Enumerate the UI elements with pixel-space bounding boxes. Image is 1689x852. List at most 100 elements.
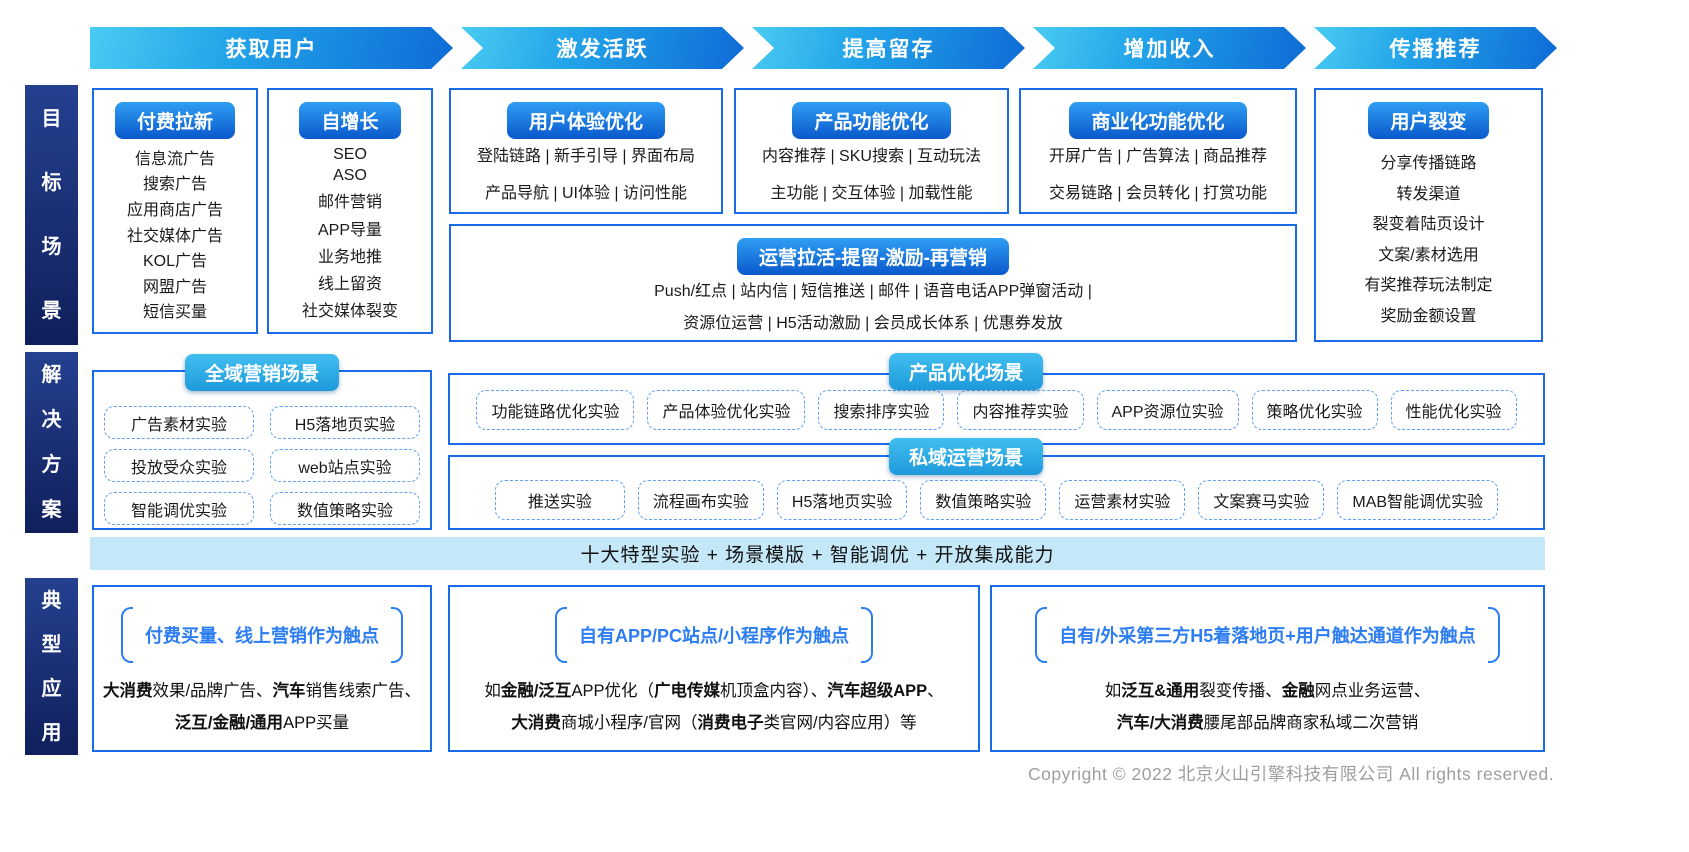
- feature-line: Push/红点 | 站内信 | 短信推送 | 邮件 | 语音电话APP弹窗活动 …: [654, 282, 1092, 300]
- list-item: 线上留资: [317, 275, 382, 293]
- product-function-lines: 内容推荐 | SKU搜索 | 互动玩法 主功能 | 交互体验 | 加载性能: [762, 139, 981, 212]
- user-fission-title: 用户裂变: [1368, 102, 1489, 139]
- omni-marketing-pills: 广告素材实验 H5落地页实验 投放受众实验 web站点实验 智能调优实验 数值策…: [104, 406, 420, 525]
- touchpoint-title-row: 付费买量、线上营销作为触点: [121, 607, 403, 663]
- touchpoint-title-row: 自有/外采第三方H5着落地页+用户触达通道作为触点: [1035, 607, 1500, 663]
- product-optimization-header: 产品优化场景: [888, 353, 1044, 390]
- product-function-title: 产品功能优化: [792, 102, 951, 139]
- funnel-stage-label: 激发活跃: [556, 38, 649, 61]
- right-bracket-shape: [1487, 607, 1500, 663]
- list-item: 社交媒体裂变: [301, 302, 398, 320]
- touchpoint-title: 自有APP/PC站点/小程序作为触点: [578, 626, 850, 646]
- app-card-line: 泛互/金融/通用APP买量: [174, 714, 350, 732]
- ux-optimization-title: 用户体验优化: [506, 102, 665, 139]
- list-item: APP导量: [317, 221, 383, 239]
- experiment-pill: 文案赛马实验: [1198, 480, 1325, 520]
- experiment-pill: APP资源位实验: [1096, 390, 1239, 430]
- commercial-function-title: 商业化功能优化: [1069, 102, 1247, 139]
- experiment-pill: 运营素材实验: [1059, 480, 1186, 520]
- app-card-line: 如金融/泛互APP优化（广电传媒机顶盒内容）、汽车超级APP、: [484, 682, 944, 700]
- touchpoint-title-row: 自有APP/PC站点/小程序作为触点: [554, 607, 874, 663]
- private-domain-pills: 推送实验 流程画布实验 H5落地页实验 数值策略实验 运营素材实验 文案赛马实验…: [450, 480, 1543, 520]
- sidebar-section-target-scenarios: 目标场景: [25, 85, 78, 345]
- list-item: 业务地推: [317, 248, 382, 266]
- private-domain-header: 私域运营场景: [888, 438, 1044, 475]
- touchpoint-title: 付费买量、线上营销作为触点: [145, 626, 379, 646]
- list-item: KOL广告: [142, 253, 208, 271]
- list-item: 转发渠道: [1396, 185, 1461, 203]
- funnel-stage-row: 获取用户 激发活跃 提高留存 增加收入 传播推荐: [90, 27, 1557, 69]
- feature-line: 主功能 | 交互体验 | 加载性能: [770, 185, 973, 202]
- experiment-pill: 内容推荐实验: [957, 390, 1084, 430]
- experiment-pill: 搜索排序实验: [818, 390, 945, 430]
- operation-reactivation-title: 运营拉活-提留-激励-再营销: [737, 238, 1009, 275]
- user-fission-list: 分享传播链路 转发渠道 裂变着陆页设计 文案/素材选用 有奖推荐玩法制定 奖励金…: [1316, 139, 1541, 340]
- list-item: 信息流广告: [134, 150, 215, 168]
- app-card-line: 大消费商城小程序/官网（消费电子类官网/内容应用）等: [511, 714, 917, 732]
- paid-acquisition-list: 信息流广告 搜索广告 应用商店广告 社交媒体广告 KOL广告 网盟广告 短信买量: [94, 139, 256, 332]
- sidebar-section-solutions: 解决方案: [25, 352, 78, 533]
- sidebar-label: 解决方案: [41, 363, 62, 521]
- list-item: 网盟广告: [142, 278, 207, 296]
- app-card-line: 如泛互&通用裂变传播、金融网点业务运营、: [1104, 682, 1431, 700]
- sidebar-label: 典型应用: [41, 589, 62, 744]
- funnel-stage-activate: 激发活跃: [461, 27, 744, 69]
- user-fission-box: 用户裂变 分享传播链路 转发渠道 裂变着陆页设计 文案/素材选用 有奖推荐玩法制…: [1314, 88, 1543, 342]
- ux-optimization-box: 用户体验优化 登陆链路 | 新手引导 | 界面布局 产品导航 | UI体验 | …: [449, 88, 723, 214]
- experiment-pill: 推送实验: [494, 480, 625, 520]
- commercial-function-box: 商业化功能优化 开屏广告 | 广告算法 | 商品推荐 交易链路 | 会员转化 |…: [1019, 88, 1297, 214]
- commercial-function-lines: 开屏广告 | 广告算法 | 商品推荐 交易链路 | 会员转化 | 打赏功能: [1049, 139, 1267, 212]
- experiment-pill: 流程画布实验: [637, 480, 764, 520]
- feature-line: 内容推荐 | SKU搜索 | 互动玩法: [762, 148, 981, 165]
- experiment-pill: web站点实验: [270, 449, 420, 482]
- self-growth-list: SEO ASO 邮件营销 APP导量 业务地推 线上留资 社交媒体裂变: [269, 139, 431, 332]
- funnel-stage-label: 提高留存: [842, 38, 935, 61]
- funnel-stage-label: 获取用户: [225, 38, 318, 61]
- experiment-pill: 产品体验优化实验: [647, 390, 806, 430]
- app-card-body: 如金融/泛互APP优化（广电传媒机顶盒内容）、汽车超级APP、 大消费商城小程序…: [484, 679, 943, 735]
- feature-line: 产品导航 | UI体验 | 访问性能: [484, 185, 688, 202]
- paid-acquisition-title: 付费拉新: [114, 102, 235, 139]
- funnel-stage-acquire: 获取用户: [90, 27, 453, 69]
- app-card-h5-landing: 自有/外采第三方H5着落地页+用户触达通道作为触点 如泛互&通用裂变传播、金融网…: [990, 585, 1545, 752]
- experiment-pill: 数值策略实验: [920, 480, 1047, 520]
- list-item: 搜索广告: [142, 176, 207, 194]
- omni-marketing-box: 广告素材实验 H5落地页实验 投放受众实验 web站点实验 智能调优实验 数值策…: [92, 370, 432, 530]
- list-item: 应用商店广告: [126, 201, 223, 219]
- experiment-pill: 功能链路优化实验: [476, 390, 635, 430]
- feature-line: 登陆链路 | 新手引导 | 界面布局: [476, 148, 696, 165]
- app-card-paid-traffic: 付费买量、线上营销作为触点 大消费效果/品牌广告、汽车销售线索广告、 泛互/金融…: [92, 585, 432, 752]
- experiment-pill: 投放受众实验: [104, 449, 254, 482]
- list-item: 文案/素材选用: [1378, 246, 1479, 264]
- app-card-body: 如泛互&通用裂变传播、金融网点业务运营、 汽车/大消费腰尾部品牌商家私域二次营销: [1105, 679, 1430, 735]
- list-item: SEO: [333, 146, 367, 164]
- paid-acquisition-box: 付费拉新 信息流广告 搜索广告 应用商店广告 社交媒体广告 KOL广告 网盟广告…: [92, 88, 258, 334]
- app-card-line: 汽车/大消费腰尾部品牌商家私域二次营销: [1116, 714, 1419, 732]
- copyright-text: Copyright © 2022 北京火山引擎科技有限公司 All rights…: [1028, 764, 1555, 784]
- left-bracket-shape: [1035, 607, 1048, 663]
- list-item: 短信买量: [142, 304, 207, 322]
- funnel-stage-label: 传播推荐: [1389, 38, 1482, 61]
- feature-line: 开屏广告 | 广告算法 | 商品推荐: [1048, 148, 1268, 165]
- operation-reactivation-lines: Push/红点 | 站内信 | 短信推送 | 邮件 | 语音电话APP弹窗活动 …: [654, 275, 1092, 340]
- capability-banner: 十大特型实验 + 场景模版 + 智能调优 + 开放集成能力: [90, 537, 1545, 570]
- right-bracket-shape: [861, 607, 874, 663]
- funnel-stage-retain: 提高留存: [752, 27, 1025, 69]
- app-card-body: 大消费效果/品牌广告、汽车销售线索广告、 泛互/金融/通用APP买量: [103, 679, 421, 735]
- list-item: 裂变着陆页设计: [1372, 216, 1485, 234]
- sidebar-section-typical-apps: 典型应用: [25, 578, 78, 755]
- ux-optimization-lines: 登陆链路 | 新手引导 | 界面布局 产品导航 | UI体验 | 访问性能: [477, 139, 695, 212]
- left-bracket-shape: [554, 607, 567, 663]
- experiment-pill: MAB智能调优实验: [1337, 480, 1499, 520]
- funnel-stage-label: 增加收入: [1123, 38, 1216, 61]
- list-item: 奖励金额设置: [1380, 307, 1477, 325]
- self-growth-title: 自增长: [299, 102, 401, 139]
- experiment-pill: 广告素材实验: [104, 406, 254, 439]
- experiment-pill: H5落地页实验: [776, 480, 908, 520]
- list-item: 分享传播链路: [1380, 155, 1477, 173]
- experiment-pill: 智能调优实验: [104, 492, 254, 525]
- feature-line: 交易链路 | 会员转化 | 打赏功能: [1048, 185, 1268, 202]
- app-card-owned-app: 自有APP/PC站点/小程序作为触点 如金融/泛互APP优化（广电传媒机顶盒内容…: [448, 585, 980, 752]
- sidebar-label: 目标场景: [41, 108, 62, 322]
